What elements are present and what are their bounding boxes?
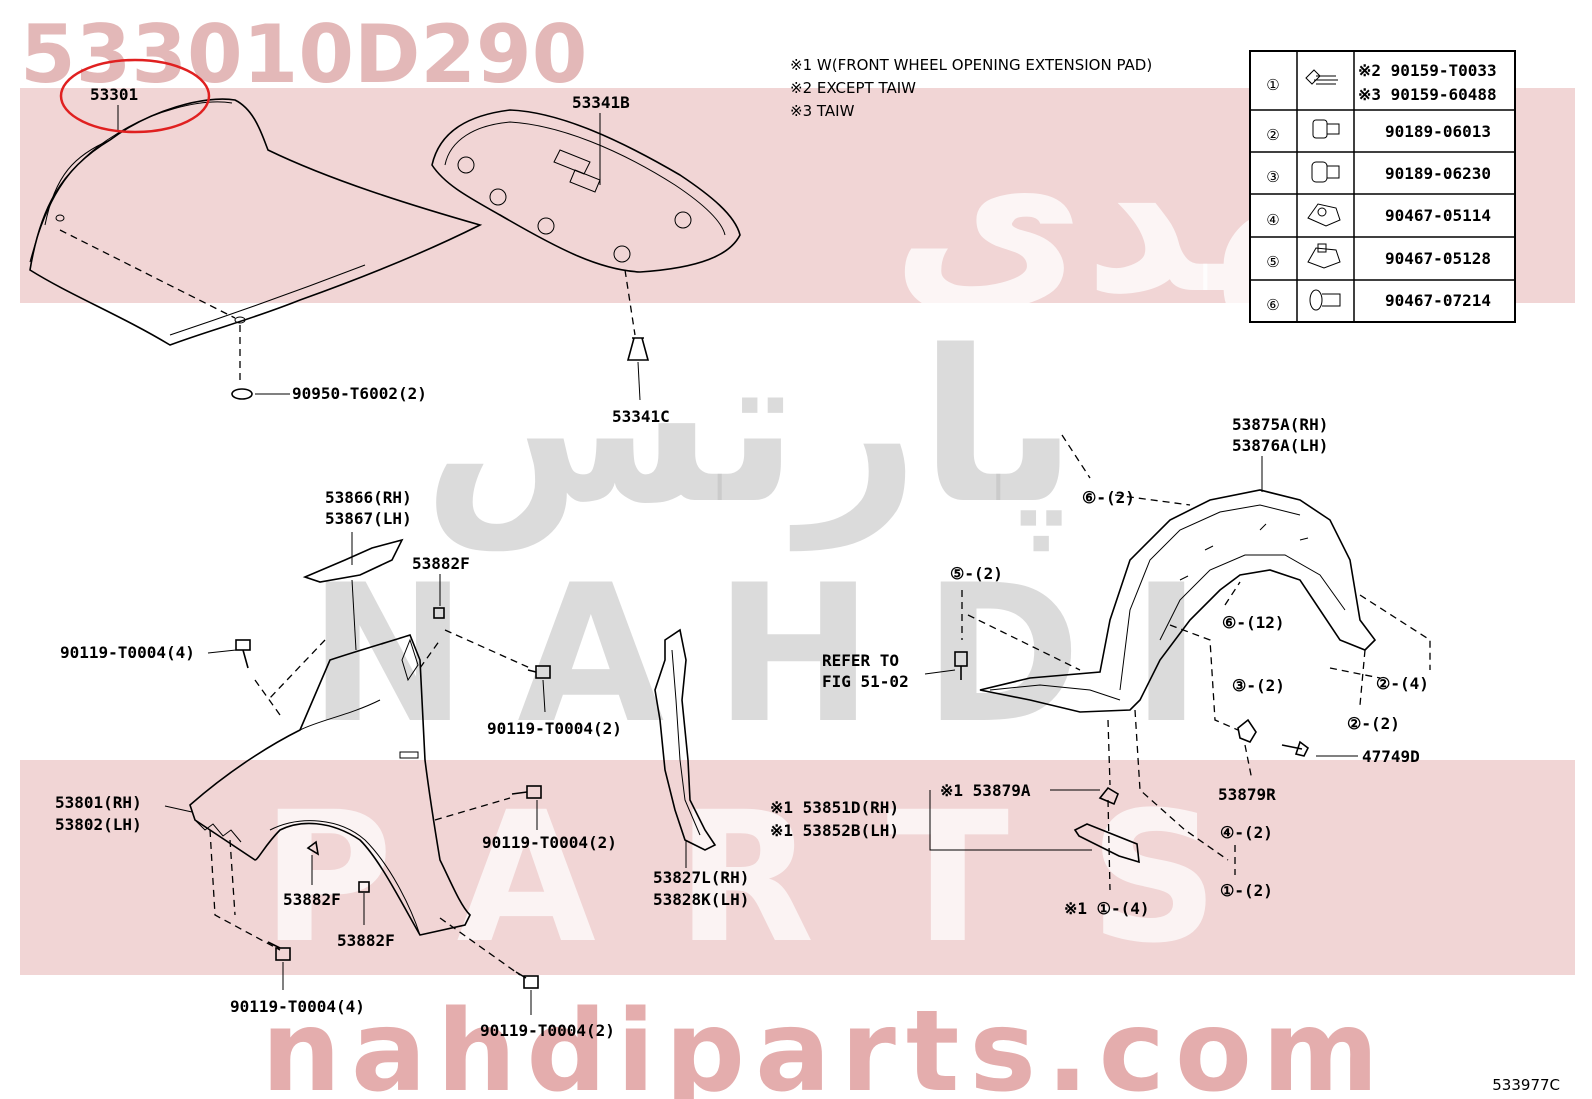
callout-6-mid: ⑥-(12) bbox=[1222, 613, 1285, 632]
table-part-5: 90467-05128 bbox=[1385, 249, 1491, 268]
table-part-6: 90467-07214 bbox=[1385, 291, 1491, 310]
label-refer-2: FIG 51-02 bbox=[822, 672, 909, 691]
watermark: لنهدي پارتس NAHDI PARTS nahdiparts.com 5… bbox=[20, 8, 1575, 1099]
label-hood: 53301 bbox=[90, 85, 138, 104]
screw-icon bbox=[1305, 69, 1338, 85]
clip-icon bbox=[433, 607, 445, 619]
fender-liner bbox=[961, 434, 1431, 891]
table-num-2: ② bbox=[1266, 126, 1279, 144]
bolt-icon bbox=[235, 639, 251, 669]
callout-2a: ②-(4) bbox=[1376, 674, 1429, 693]
label-bolt-bottom-left: 90119-T0004(4) bbox=[230, 997, 365, 1016]
table-num-5: ⑤ bbox=[1266, 253, 1279, 271]
figure-code: 533977C bbox=[1492, 1076, 1560, 1094]
table-num-1: ① bbox=[1266, 76, 1279, 94]
note-3: ※3 TAIW bbox=[790, 102, 855, 120]
notes: ※1 W(FRONT WHEEL OPENING EXTENSION PAD) … bbox=[790, 56, 1152, 120]
label-bolt-top-mid: 90119-T0004(2) bbox=[487, 719, 622, 738]
label-liner-lh: 53876A(LH) bbox=[1232, 436, 1328, 455]
front-fender bbox=[189, 629, 531, 976]
label-bolt-bottom-right: 90119-T0004(2) bbox=[480, 1021, 615, 1040]
label-fender-brace-rh: 53827L(RH) bbox=[653, 868, 749, 887]
highlight-circle bbox=[59, 58, 211, 134]
note-2: ※2 EXCEPT TAIW bbox=[790, 79, 916, 97]
label-fender-seal-lh: 53867(LH) bbox=[325, 509, 412, 528]
label-clip-low: 53882F bbox=[337, 931, 395, 950]
table-num-6: ⑥ bbox=[1266, 296, 1279, 314]
label-hood-insulator: 53341B bbox=[572, 93, 630, 112]
callout-3: ③-(2) bbox=[1232, 676, 1285, 695]
watermark-latin-mid: NAHDI bbox=[308, 544, 1251, 765]
label-fender-rh: 53801(RH) bbox=[55, 793, 142, 812]
bolt-icon bbox=[267, 941, 291, 961]
bolt-icon bbox=[954, 651, 968, 680]
callout-1: ①-(2) bbox=[1220, 881, 1273, 900]
bolt-icon bbox=[527, 665, 551, 679]
table-num-3: ③ bbox=[1266, 168, 1279, 186]
label-insulator-clip: 53341C bbox=[612, 407, 670, 426]
label-fender-brace-lh: 53828K(LH) bbox=[653, 890, 749, 909]
label-seal-r: 53879R bbox=[1218, 785, 1276, 804]
fender-brace bbox=[654, 628, 717, 868]
table-part-3: 90189-06230 bbox=[1385, 164, 1491, 183]
seal-icon bbox=[1098, 786, 1119, 806]
label-hood-cushion: 90950-T6002(2) bbox=[292, 384, 427, 403]
push-clip-icon bbox=[1309, 289, 1341, 311]
callout-1-note: ※1 ①-(4) bbox=[1064, 899, 1150, 918]
callout-2b: ②-(2) bbox=[1347, 714, 1400, 733]
nut-clip-icon bbox=[1307, 243, 1341, 269]
label-ext-pad-rh: ※1 53851D(RH) bbox=[770, 798, 899, 817]
table-num-4: ④ bbox=[1266, 211, 1279, 229]
clip-icon bbox=[1237, 718, 1257, 743]
clip-icon bbox=[306, 840, 320, 856]
label-ext-pad-lh: ※1 53852B(LH) bbox=[770, 821, 899, 840]
watermark-latin-low: PARTS bbox=[261, 774, 1299, 983]
bolt-icon bbox=[511, 785, 542, 799]
note-1: ※1 W(FRONT WHEEL OPENING EXTENSION PAD) bbox=[790, 56, 1152, 74]
label-fender-seal-rh: 53866(RH) bbox=[325, 488, 412, 507]
fastener-table: ① ② ③ ④ ⑤ ⑥ ※2 90159-T0033 ※3 90159-6048… bbox=[1249, 50, 1516, 323]
table-part-2: 90189-06013 bbox=[1385, 122, 1491, 141]
label-bolt-top-left: 90119-T0004(4) bbox=[60, 643, 195, 662]
table-part-1a: ※2 90159-T0033 bbox=[1358, 61, 1497, 80]
clip-icon bbox=[358, 881, 370, 893]
extension-pad bbox=[1073, 823, 1140, 864]
label-grommet: 47749D bbox=[1362, 747, 1420, 766]
hood-insulator bbox=[431, 109, 741, 401]
label-fender-lh: 53802(LH) bbox=[55, 815, 142, 834]
grommet-icon bbox=[1281, 740, 1310, 757]
watermark-site: nahdiparts.com bbox=[261, 987, 1388, 1099]
callout-6-top: ⑥-(2) bbox=[1082, 488, 1135, 507]
fender-seal bbox=[302, 532, 404, 651]
clip-icon bbox=[1312, 119, 1340, 139]
label-seal-a: ※1 53879A bbox=[940, 781, 1031, 800]
table-part-4: 90467-05114 bbox=[1385, 206, 1491, 225]
label-clip-mid: 53882F bbox=[283, 890, 341, 909]
clip-icon bbox=[1311, 161, 1340, 183]
label-liner-rh: 53875A(RH) bbox=[1232, 415, 1328, 434]
nut-clip-icon bbox=[1307, 203, 1341, 227]
label-fender-clip-top: 53882F bbox=[412, 554, 470, 573]
label-refer-1: REFER TO bbox=[822, 651, 899, 670]
hood bbox=[29, 58, 483, 400]
callout-5: ⑤-(2) bbox=[950, 564, 1003, 583]
table-part-1b: ※3 90159-60488 bbox=[1358, 85, 1497, 104]
part-number-header: 533010D290 bbox=[20, 8, 587, 101]
callout-4: ④-(2) bbox=[1220, 823, 1273, 842]
watermark-arabic-mid: پارتس bbox=[423, 305, 1077, 552]
label-bolt-mid: 90119-T0004(2) bbox=[482, 833, 617, 852]
bolt-icon bbox=[515, 971, 539, 989]
